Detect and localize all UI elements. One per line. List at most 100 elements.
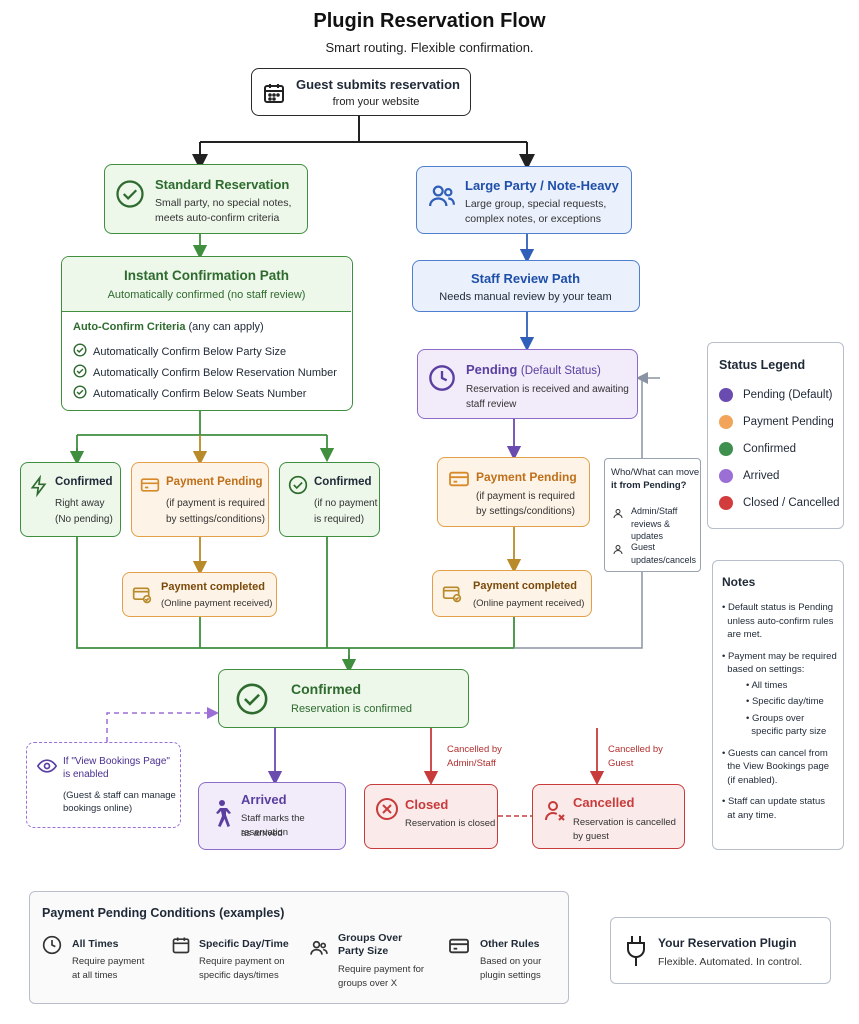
notes-title: Notes (722, 575, 756, 589)
legend-swatch (719, 414, 733, 429)
note-item: • Staff can update status at any time. (722, 796, 825, 821)
cond-other-line2: plugin settings (480, 970, 541, 981)
x-circle-icon (375, 797, 399, 821)
page-title: Plugin Reservation Flow (313, 10, 546, 32)
confirmed-nopay-line1: (if no payment (314, 498, 378, 509)
pay-right-line2: by settings/conditions) (476, 506, 575, 517)
criteria-item: Automatically Confirm Below Party Size (73, 341, 348, 362)
plugin-title: Your Reservation Plugin (658, 936, 797, 950)
staff-review-node: Staff Review Path Needs manual review by… (412, 260, 640, 312)
cancelled-title: Cancelled (573, 795, 635, 810)
standard-line1: Small party, no special notes, (155, 197, 292, 209)
confirmed-no-payment-node: Confirmed (if no payment is required) (279, 462, 380, 537)
instant-sub: Automatically confirmed (no staff review… (107, 289, 306, 301)
arrived-line2: as arrived (241, 828, 283, 839)
lightning-icon (29, 475, 49, 497)
card-check-icon (132, 585, 152, 605)
card-check-icon (442, 584, 462, 604)
legend-label: Closed / Cancelled (743, 496, 840, 509)
user-x-icon (543, 799, 567, 823)
walking-person-icon (211, 799, 231, 829)
standard-node: Standard Reservation Small party, no spe… (104, 164, 308, 234)
check-circle-icon (288, 475, 308, 495)
cancelled-node: Cancelled Reservation is cancelled by gu… (532, 784, 685, 849)
confirmed-nopay-line2: is required) (314, 514, 365, 525)
view-bookings-heading: If "View Bookings Page"is enabled (63, 756, 170, 780)
large-party-node: Large Party / Note-Heavy Large group, sp… (416, 166, 632, 234)
legend-item: Payment Pending (719, 408, 840, 435)
cond-all-line2: at all times (72, 970, 118, 981)
staff-sub: Needs manual review by your team (439, 291, 612, 303)
arrived-title: Arrived (241, 792, 287, 807)
legend-label: Confirmed (743, 442, 797, 455)
start-title: Guest submits reservation (296, 77, 460, 92)
cond-other-line1: Based on your (480, 956, 542, 967)
legend-label: Payment Pending (743, 415, 834, 428)
legend-swatch (719, 468, 733, 483)
cond-other-title: Other Rules (480, 938, 540, 950)
pending-title: Pending (Default Status) (466, 362, 601, 377)
note-subitem: • Groups over specific party size (746, 712, 827, 738)
status-legend: Status Legend Pending (Default)Payment P… (707, 342, 844, 529)
calendar-icon (171, 935, 191, 960)
confirmed-main-node: Confirmed Reservation is confirmed (218, 669, 469, 728)
users-icon (308, 938, 330, 963)
cond-day-line2: specific days/times (199, 970, 279, 981)
pay-right-title: Payment Pending (476, 470, 577, 484)
pay-left-line1: (if payment is required (166, 498, 265, 509)
note-item: • Payment may be required based on setti… (722, 650, 837, 676)
eye-icon (36, 759, 58, 778)
view-bookings-note: If "View Bookings Page"is enabled (Guest… (26, 742, 181, 828)
large-line2: complex notes, or exceptions (465, 213, 601, 225)
cond-all-title: All Times (72, 938, 119, 950)
arrived-node: Arrived Staff marks the reservation as a… (198, 782, 346, 850)
pending-line1: Reservation is received and awaiting (466, 384, 629, 395)
notes-list: • Default status is Pending unless auto-… (722, 601, 842, 830)
calendar-icon (262, 81, 286, 105)
criteria-item: Automatically Confirm Below Seats Number (73, 383, 348, 404)
pay-done-left-sub: (Online payment received) (161, 598, 273, 609)
notes-panel: Notes • Default status is Pending unless… (712, 560, 844, 850)
check-icon (73, 364, 87, 381)
users-icon (427, 181, 457, 211)
legend-item: Pending (Default) (719, 381, 840, 408)
instant-path-node: Instant Confirmation Path Automatically … (61, 256, 353, 411)
criteria-heading: Auto-Confirm Criteria (any can apply) (73, 321, 264, 333)
instant-title: Instant Confirmation Path (124, 268, 289, 283)
payment-pending-right-node: Payment Pending (if payment is required … (437, 457, 590, 527)
confirmed-right-title: Confirmed (55, 476, 113, 488)
cancelled-line2: by guest (573, 831, 609, 842)
payment-conditions-panel: Payment Pending Conditions (examples) Al… (29, 891, 569, 1004)
plugin-sub: Flexible. Automated. In control. (658, 956, 803, 968)
check-circle-icon (115, 179, 145, 209)
confirmed-nopay-title: Confirmed (314, 476, 372, 488)
cond-day-title: Specific Day/Time (199, 938, 289, 950)
legend-swatch (719, 387, 733, 402)
check-icon (73, 385, 87, 402)
person-icon (612, 543, 624, 561)
payment-completed-right-node: Payment completed (Online payment receiv… (432, 570, 592, 617)
note-item: • Default status is Pending unless auto-… (722, 602, 834, 640)
cond-all-line1: Require payment (72, 956, 145, 967)
confirmed-right-away-node: Confirmed Right away (No pending) (20, 462, 121, 537)
payment-completed-left-node: Payment completed (Online payment receiv… (122, 572, 277, 617)
large-title: Large Party / Note-Heavy (465, 178, 619, 193)
pay-done-right-sub: (Online payment received) (473, 598, 585, 609)
legend-label: Arrived (743, 469, 780, 482)
closed-node: Closed Reservation is closed (364, 784, 498, 849)
legend-item: Confirmed (719, 435, 840, 462)
pay-done-right-title: Payment completed (473, 580, 577, 592)
note-item: • Guests can cancel from the View Bookin… (722, 747, 830, 786)
payment-pending-left-node: Payment Pending (if payment is required … (131, 462, 269, 537)
credit-card-icon (448, 470, 470, 488)
clock-icon (42, 935, 62, 960)
closed-sub: Reservation is closed (405, 818, 496, 829)
large-line1: Large group, special requests, (465, 198, 607, 210)
criteria-item: Automatically Confirm Below Reservation … (73, 362, 348, 383)
